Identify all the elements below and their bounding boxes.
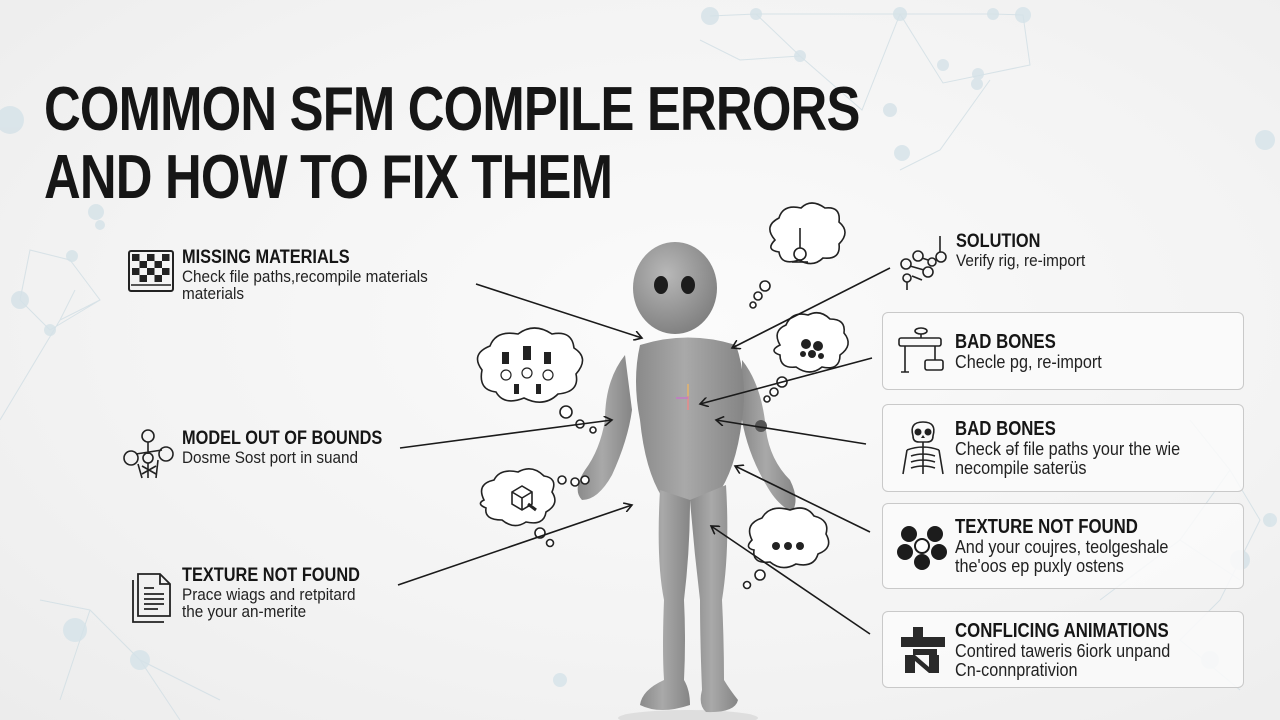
ellipsis-icon: [772, 542, 804, 550]
item-heading: MISSING MATERIALS: [182, 247, 350, 268]
error-item-texture-not-found: TEXTURE NOT FOUND Prace wiags and retpit…: [130, 566, 389, 624]
card-description: Check əf file paths your the wie: [955, 439, 1181, 459]
thought-bubble-splat: [763, 311, 849, 403]
skeleton-icon: [902, 421, 944, 475]
arrow-texture-not-found-right: [735, 466, 871, 533]
error-card-bad-bones-1: BAD BONES Checle pg, re-import: [882, 312, 1244, 390]
document-icon: [132, 573, 171, 623]
mannequin-figure: [577, 242, 796, 720]
arrow-bad-bones-2: [716, 420, 867, 445]
arrow-texture-not-found-left: [397, 505, 632, 586]
arrow-solution: [732, 267, 891, 348]
card-description: Contired taweris 6iork unpand: [955, 640, 1171, 661]
item-description: Prace wiags and retpitard: [182, 585, 356, 604]
item-description: Check file paths,recompile materials: [182, 267, 428, 286]
cube-icon: [511, 485, 537, 512]
solution-heading: SOLUTION: [956, 231, 1041, 252]
item-description-line-2: the your an-merite: [182, 602, 307, 621]
error-item-missing-materials: MISSING MATERIALS Check file paths,recom…: [128, 248, 455, 302]
card-description: And your coujres, teolgeshale: [955, 537, 1169, 557]
card-heading: TEXTURE NOT FOUND: [955, 516, 1138, 538]
error-card-conflicting-animations: CONFLICING ANIMATIONS Contired taweris 6…: [882, 611, 1244, 688]
arrow-model-out-of-bounds: [399, 420, 612, 449]
card-heading: CONFLICING ANIMATIONS: [955, 619, 1169, 642]
bone-rig-icon: [898, 327, 944, 373]
thought-bubble-ellipsis: [742, 507, 830, 590]
item-heading: MODEL OUT OF BOUNDS: [182, 428, 383, 449]
thought-bubble-joystick: [749, 202, 846, 309]
item-heading: TEXTURE NOT FOUND: [182, 565, 360, 586]
arrow-bad-bones-1: [700, 357, 873, 404]
card-description: Checle pg, re-import: [955, 351, 1102, 372]
splat-icon: [800, 339, 824, 359]
title-line-2: AND HOW TO FIX THEM: [44, 143, 613, 212]
solution-item: SOLUTION Verify rig, re-import: [894, 232, 1100, 290]
bone-joints-icon: [900, 236, 947, 290]
title-line-1: COMMON SFM COMPILE ERRORS: [44, 75, 860, 144]
solution-description: Verify rig, re-import: [956, 251, 1086, 270]
error-card-texture-not-found: TEXTURE NOT FOUND And your coujres, teol…: [882, 503, 1244, 589]
bone-chain-icon: [500, 346, 554, 394]
error-item-model-out-of-bounds: MODEL OUT OF BOUNDS Dosme Sost port in s…: [122, 428, 415, 480]
error-card-bad-bones-2: BAD BONES Check əf file paths your the w…: [882, 404, 1244, 492]
card-description-line-2: necompile saterüs: [955, 458, 1087, 478]
thought-bubble-cube: [479, 468, 590, 548]
flower-nodes-icon: [897, 526, 947, 570]
conflict-glyph-icon: [901, 626, 945, 673]
item-description: Dosme Sost port in suand: [182, 448, 359, 467]
arrow-missing-materials: [475, 283, 642, 338]
card-heading: BAD BONES: [955, 418, 1056, 440]
checkerboard-icon: [128, 250, 174, 292]
card-heading: BAD BONES: [955, 330, 1056, 353]
card-description-line-2: the'oos ep puxly ostens: [955, 556, 1124, 576]
arrow-conflicting-animations: [711, 526, 871, 635]
card-description-line-2: Cn-connprativion: [955, 659, 1078, 680]
page-title: COMMON SFM COMPILE ERRORS AND HOW TO FIX…: [44, 76, 860, 212]
skeleton-rig-icon: [123, 429, 174, 479]
item-description-line-2: materials: [182, 284, 245, 303]
